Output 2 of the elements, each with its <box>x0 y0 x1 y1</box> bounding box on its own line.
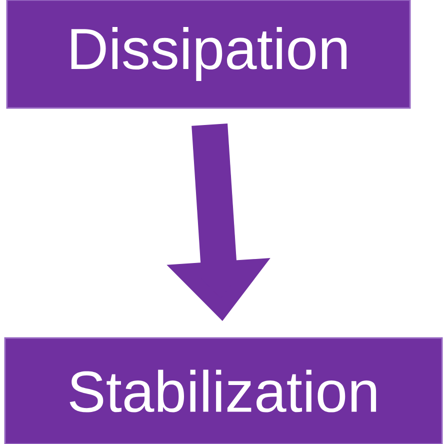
process-box: Dissipation <box>6 0 411 109</box>
process-box: Stabilization <box>4 337 443 444</box>
